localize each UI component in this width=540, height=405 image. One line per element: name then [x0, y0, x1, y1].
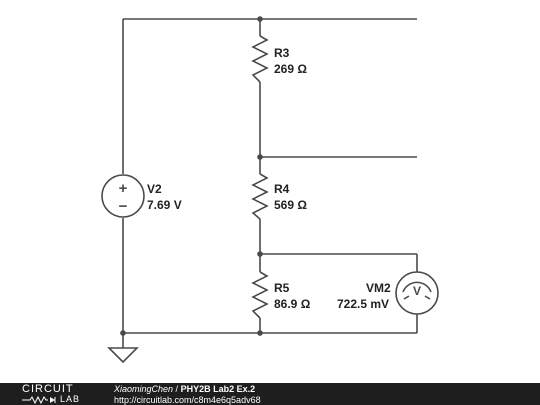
junction-bottom-mid — [257, 330, 263, 336]
ground-icon — [107, 347, 139, 364]
resistor-r3-name: R3 — [274, 46, 290, 60]
resistor-r4-name: R4 — [274, 182, 290, 196]
gauge-arc-icon — [402, 281, 432, 293]
credit-separator: / — [173, 384, 181, 394]
resistor-r4[interactable]: R4 569 Ω — [251, 173, 307, 220]
gauge-tick-left-icon — [403, 295, 410, 300]
circuitlab-logo[interactable]: CIRCUIT LAB — [22, 384, 94, 405]
minus-sign-icon: − — [119, 198, 128, 215]
footer-bar: CIRCUIT LAB XiaomingChen / PHY2B Lab2 Ex… — [0, 383, 540, 405]
resistor-r5-value: 86.9 Ω — [274, 297, 311, 311]
voltmeter-value: 722.5 mV — [337, 297, 389, 311]
voltage-source-name: V2 — [147, 182, 162, 196]
junction-bottom-left — [120, 330, 126, 336]
junction-meter — [257, 251, 263, 257]
logo-wordmark-bottom: LAB — [22, 395, 80, 404]
footer-credit: XiaomingChen / PHY2B Lab2 Ex.2 — [114, 384, 255, 394]
schematic-canvas: R3 269 Ω R4 569 Ω R5 86.9 Ω + − V2 7.69 … — [101, 16, 439, 364]
author-name[interactable]: XiaomingChen — [114, 384, 174, 394]
circuit-url[interactable]: http://circuitlab.com/c8m4e6q5adv68 — [114, 395, 261, 405]
gauge-tick-right-icon — [424, 295, 431, 300]
junction-nodes — [120, 16, 263, 336]
junction-middle — [257, 154, 263, 160]
resistor-r3[interactable]: R3 269 Ω — [251, 35, 307, 83]
resistor-r3-value: 269 Ω — [274, 62, 307, 76]
resistor-r5-symbol — [251, 271, 269, 319]
resistor-r5[interactable]: R5 86.9 Ω — [251, 271, 311, 319]
circuit-title[interactable]: PHY2B Lab2 Ex.2 — [180, 384, 256, 394]
resistor-r3-symbol — [251, 35, 269, 83]
plus-sign-icon: + — [119, 180, 128, 197]
resistor-icon — [22, 395, 56, 404]
voltage-source-value: 7.69 V — [147, 198, 182, 212]
voltage-source-v2[interactable]: + − V2 7.69 V — [101, 174, 182, 218]
junction-top — [257, 16, 263, 22]
voltage-source-symbol — [101, 174, 145, 218]
voltmeter-vm2[interactable]: V VM2 722.5 mV — [337, 271, 439, 315]
logo-lab-text: LAB — [60, 394, 81, 404]
logo-wordmark-top: CIRCUIT — [22, 383, 74, 395]
voltmeter-name: VM2 — [366, 281, 391, 295]
ground-symbol — [107, 347, 139, 364]
resistor-r5-name: R5 — [274, 281, 290, 295]
wires — [122, 18, 418, 348]
resistor-r4-symbol — [251, 173, 269, 220]
voltmeter-v-icon: V — [413, 284, 421, 298]
resistor-r4-value: 569 Ω — [274, 198, 307, 212]
voltmeter-symbol — [395, 271, 439, 315]
